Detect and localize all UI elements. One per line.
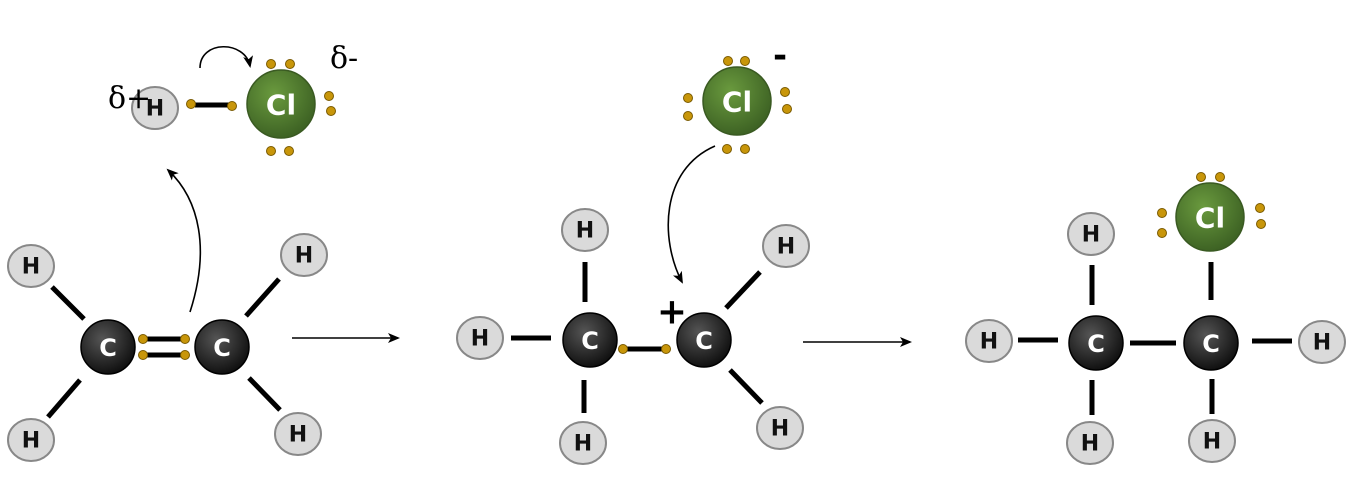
hydrogen-atom: H (1066, 421, 1114, 465)
hydrogen-symbol: H (1313, 331, 1331, 356)
hydrogen-symbol: H (1203, 430, 1221, 455)
hydrogen-atom: H (559, 421, 607, 465)
electron-dot (1256, 219, 1266, 229)
electron-dot (326, 106, 336, 116)
bond-line (247, 376, 282, 412)
electron-dot (285, 59, 295, 69)
electron-shift-arrow (199, 45, 254, 69)
electron-dot (284, 146, 294, 156)
chlorine-symbol: Cl (1195, 202, 1225, 235)
bond-line (244, 277, 281, 318)
electron-dot (186, 99, 196, 109)
carbon-atom: C (562, 312, 618, 368)
hydrogen-symbol: H (576, 219, 594, 244)
electron-dot (1157, 208, 1167, 218)
carbon-atom: C (676, 312, 732, 368)
hydrogen-symbol: H (22, 429, 40, 454)
hydrogen-symbol: H (574, 432, 592, 457)
chlorine-symbol: Cl (722, 86, 752, 119)
hydrogen-symbol: H (22, 255, 40, 280)
electron-dot (782, 104, 792, 114)
bond-line (46, 378, 82, 419)
delta-plus-charge: δ+ (108, 81, 151, 116)
chloride-negative-charge: - (773, 36, 787, 76)
carbon-atom: C (1068, 315, 1124, 371)
hydrogen-symbol: H (295, 244, 313, 269)
carbon-atom: C (1183, 315, 1239, 371)
hydrogen-atom: H (456, 316, 504, 360)
carbon-symbol: C (1202, 330, 1220, 358)
hydrogen-atom: H (1298, 320, 1346, 364)
hydrogen-atom: H (762, 224, 810, 268)
electron-dot (740, 56, 750, 66)
carbon-symbol: C (213, 334, 231, 362)
chloride-attack-arrow (667, 145, 716, 284)
carbon-symbol: C (695, 327, 713, 355)
chlorine-symbol: Cl (266, 89, 296, 122)
electron-dot (266, 59, 276, 69)
bond-line (728, 368, 764, 405)
electron-dot (227, 101, 237, 111)
hydrogen-atom: H (131, 86, 179, 130)
electron-dot (661, 344, 671, 354)
hydrogen-atom: H (1067, 212, 1115, 256)
electron-dot (180, 350, 190, 360)
chlorine-atom: Cl (1175, 182, 1245, 252)
carbocation-positive-charge: + (657, 292, 687, 333)
carbon-atom: C (194, 319, 250, 375)
bond-line (724, 270, 762, 310)
carbon-symbol: C (581, 327, 599, 355)
electron-dot (780, 87, 790, 97)
hydrogen-atom: H (756, 406, 804, 450)
electron-dot (138, 334, 148, 344)
electron-dot (1157, 228, 1167, 238)
electron-dot (138, 350, 148, 360)
chlorine-atom: Cl (702, 66, 772, 136)
electron-dot (683, 93, 693, 103)
carbon-atom: C (80, 319, 136, 375)
hydrogen-atom: H (280, 233, 328, 277)
carbon-symbol: C (1087, 330, 1105, 358)
electron-dot (683, 111, 693, 121)
hydrogen-symbol: H (980, 330, 998, 355)
electron-dot (1255, 203, 1265, 213)
electron-dot (324, 91, 334, 101)
electron-dot (618, 344, 628, 354)
delta-minus-charge: δ- (330, 41, 358, 76)
hydrogen-atom: H (561, 208, 609, 252)
electron-dot (722, 144, 732, 154)
carbon-symbol: C (99, 334, 117, 362)
electron-dot (266, 146, 276, 156)
pi-electron-attack-arrow (166, 168, 202, 313)
hydrogen-atom: H (965, 319, 1013, 363)
hydrogen-symbol: H (289, 423, 307, 448)
electron-dot (1215, 172, 1225, 182)
hydrogen-atom: H (1188, 419, 1236, 463)
bond-line (50, 285, 86, 321)
hydrogen-atom: H (7, 244, 55, 288)
hydrogen-atom: H (274, 412, 322, 456)
hydrogen-symbol: H (1082, 223, 1100, 248)
electron-dot (1196, 172, 1206, 182)
electron-dot (723, 56, 733, 66)
hydrogen-symbol: H (1081, 432, 1099, 457)
hydrogen-symbol: H (777, 235, 795, 260)
electron-dot (180, 334, 190, 344)
hydrogen-symbol: H (146, 97, 164, 122)
electron-dot (740, 144, 750, 154)
hydrogen-symbol: H (471, 327, 489, 352)
hydrogen-symbol: H (771, 417, 789, 442)
hydrogen-atom: H (7, 418, 55, 462)
chlorine-atom: Cl (246, 69, 316, 139)
